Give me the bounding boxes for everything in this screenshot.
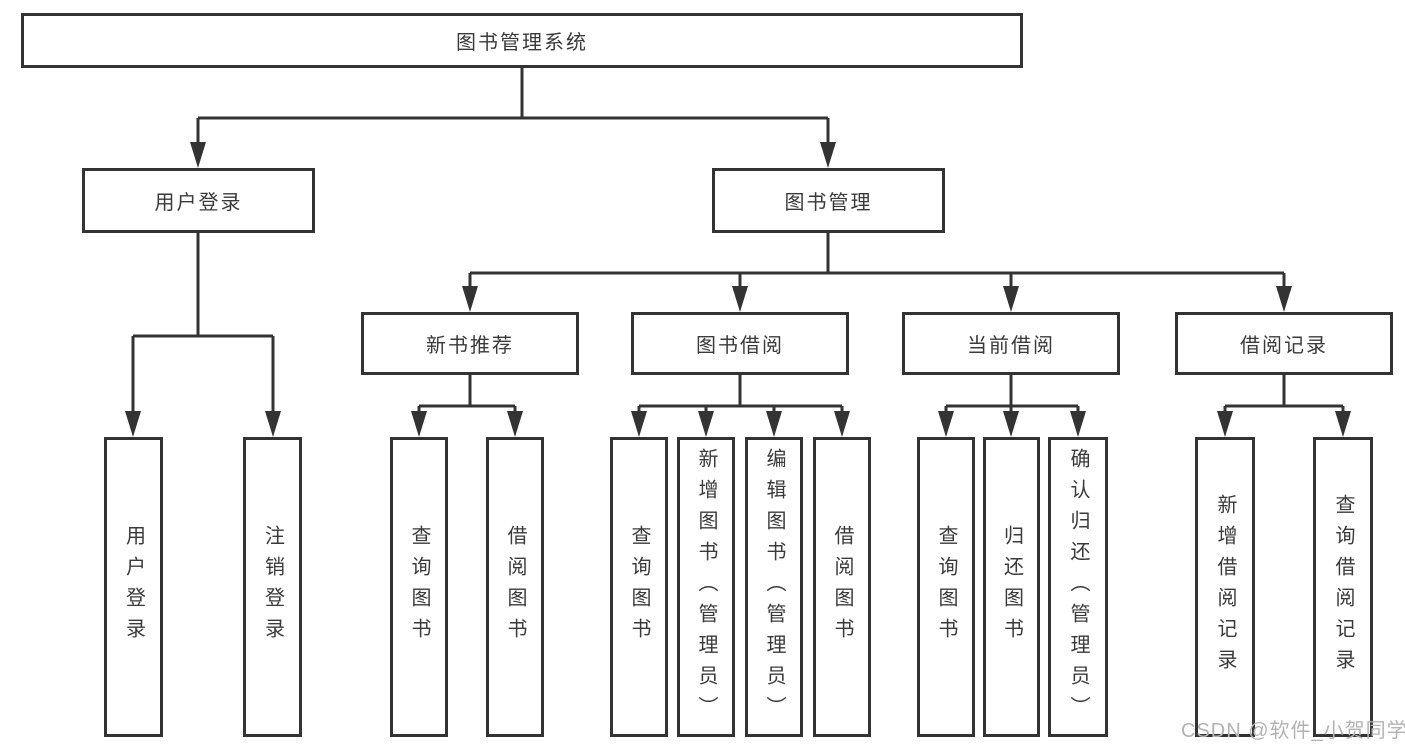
leaf-user-login: 用户登录: [104, 437, 163, 737]
connector-book-management-branch: [468, 233, 1286, 305]
leaf-label: 新增图书（管理员）: [695, 447, 717, 727]
csdn-watermark: CSDN @软件_小贺同学: [1181, 720, 1405, 742]
arrowhead-icon: [1276, 286, 1292, 312]
node-book-borrow: 图书借阅: [631, 312, 849, 375]
arrowhead-icon: [190, 142, 206, 168]
arrowhead-icon: [125, 411, 141, 437]
arrowhead-icon: [411, 411, 427, 437]
arrowhead-icon: [631, 411, 647, 437]
arrowheads: [125, 142, 1351, 437]
leaf-add-book-admin: 新增图书（管理员）: [677, 437, 735, 737]
arrowhead-icon: [1003, 411, 1019, 437]
leaf-label: 查询借阅记录: [1332, 494, 1354, 680]
leaf-label: 查询图书: [628, 525, 650, 649]
leaf-label: 归还图书: [1000, 525, 1023, 649]
arrowhead-icon: [938, 411, 954, 437]
connector-root-branch: [196, 68, 830, 160]
leaf-logout: 注销登录: [243, 437, 302, 737]
connector-paths: [131, 68, 1345, 430]
node-borrow-records: 借阅记录: [1175, 312, 1393, 375]
connector-new-book-branch: [417, 375, 517, 430]
arrowhead-icon: [507, 411, 523, 437]
arrowhead-icon: [1003, 286, 1019, 312]
leaf-query-books-borrow: 查询图书: [610, 437, 668, 737]
arrowhead-icon: [1217, 411, 1233, 437]
arrowhead-icon: [265, 411, 281, 437]
arrowhead-icon: [698, 411, 714, 437]
leaf-borrow-books: 借阅图书: [813, 437, 871, 737]
leaf-label: 查询图书: [408, 525, 430, 649]
arrowhead-icon: [834, 411, 850, 437]
leaf-label: 借阅图书: [504, 525, 526, 649]
leaf-label: 确认归还（管理员）: [1067, 447, 1089, 727]
leaf-label: 新增借阅记录: [1214, 494, 1236, 680]
node-user-login: 用户登录: [82, 168, 315, 233]
leaf-return-book: 归还图书: [983, 437, 1040, 737]
connector-borrow-record-branch: [1223, 375, 1345, 430]
leaf-label: 用户登录: [122, 525, 145, 649]
node-new-book-recommend: 新书推荐: [361, 312, 579, 375]
leaf-confirm-return-admin: 确认归还（管理员）: [1048, 437, 1108, 737]
leaf-borrow-books-recommend: 借阅图书: [486, 437, 544, 737]
leaf-query-books-current: 查询图书: [917, 437, 975, 737]
arrowhead-icon: [820, 142, 836, 168]
arrowhead-icon: [732, 286, 748, 312]
node-root: 图书管理系统: [21, 13, 1023, 68]
leaf-edit-book-admin: 编辑图书（管理员）: [745, 437, 803, 737]
leaf-label: 借阅图书: [831, 525, 853, 649]
leaf-label: 注销登录: [261, 525, 284, 649]
leaf-label: 查询图书: [935, 525, 957, 649]
arrowhead-icon: [1070, 411, 1086, 437]
connector-user-login-branch: [131, 233, 275, 430]
arrowhead-icon: [766, 411, 782, 437]
node-current-borrow: 当前借阅: [902, 312, 1120, 375]
arrowhead-icon: [1335, 411, 1351, 437]
node-book-management: 图书管理: [712, 168, 945, 233]
arrowhead-icon: [462, 286, 478, 312]
leaf-add-borrow-record: 新增借阅记录: [1195, 437, 1255, 737]
connector-book-borrow-branch: [637, 375, 844, 430]
leaf-query-books-recommend: 查询图书: [390, 437, 448, 737]
leaf-label: 编辑图书（管理员）: [763, 447, 785, 727]
leaf-query-borrow-record: 查询借阅记录: [1313, 437, 1373, 737]
